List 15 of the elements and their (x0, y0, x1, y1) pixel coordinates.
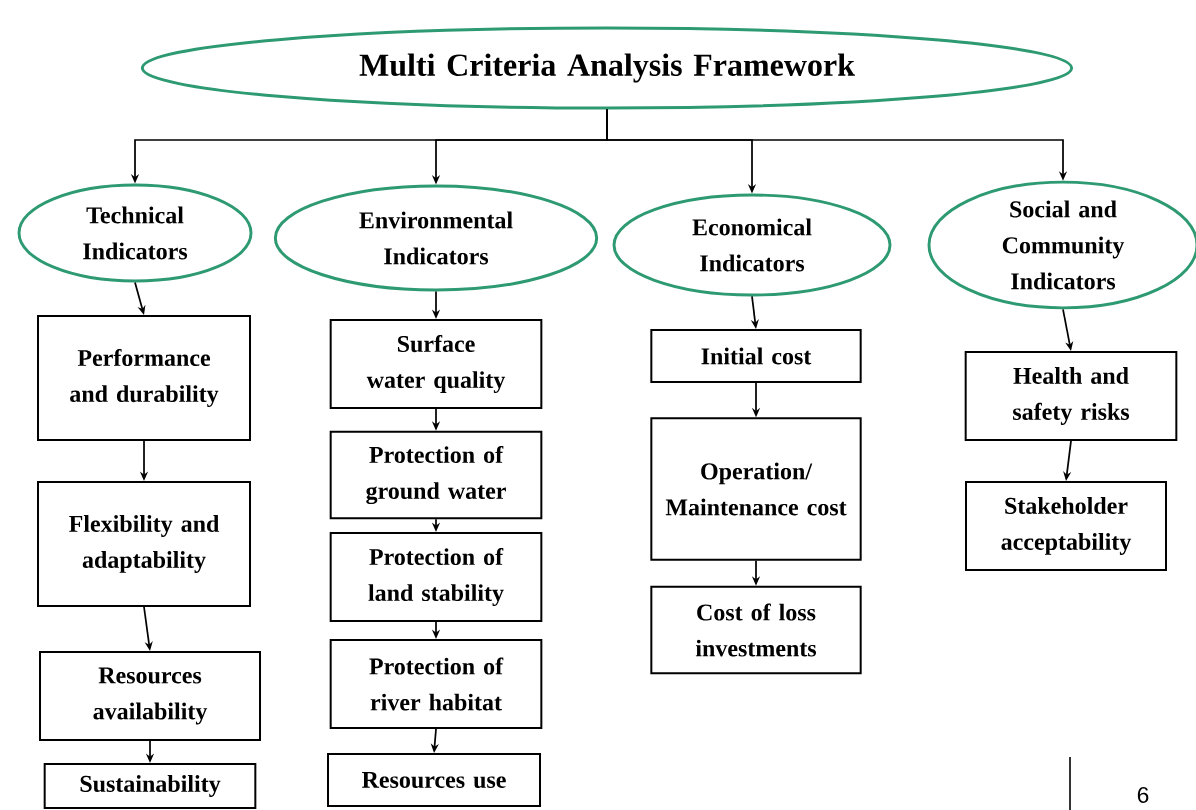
indicator-box: Surface water quality (329, 319, 543, 409)
indicator-box: Initial cost (650, 329, 862, 383)
indicator-box: Resources use (327, 753, 541, 807)
page-number: 6 (1137, 786, 1149, 804)
indicator-box: Health and safety risks (964, 351, 1178, 441)
indicator-box: Flexibility and adaptability (37, 481, 251, 607)
indicator-box: Protection of river habitat (329, 639, 543, 729)
indicator-box: Stakeholder acceptability (965, 481, 1167, 571)
indicator-box: Performance and durability (37, 315, 251, 441)
indicator-box: Resources availability (39, 651, 261, 741)
indicator-box: Sustainability (43, 763, 257, 809)
indicator-box: Cost of loss investments (650, 585, 862, 675)
indicator-box: Operation/ Maintenance cost (650, 417, 862, 561)
indicator-box: Protection of land stability (329, 532, 543, 622)
indicator-box: Protection of ground water (329, 430, 543, 520)
